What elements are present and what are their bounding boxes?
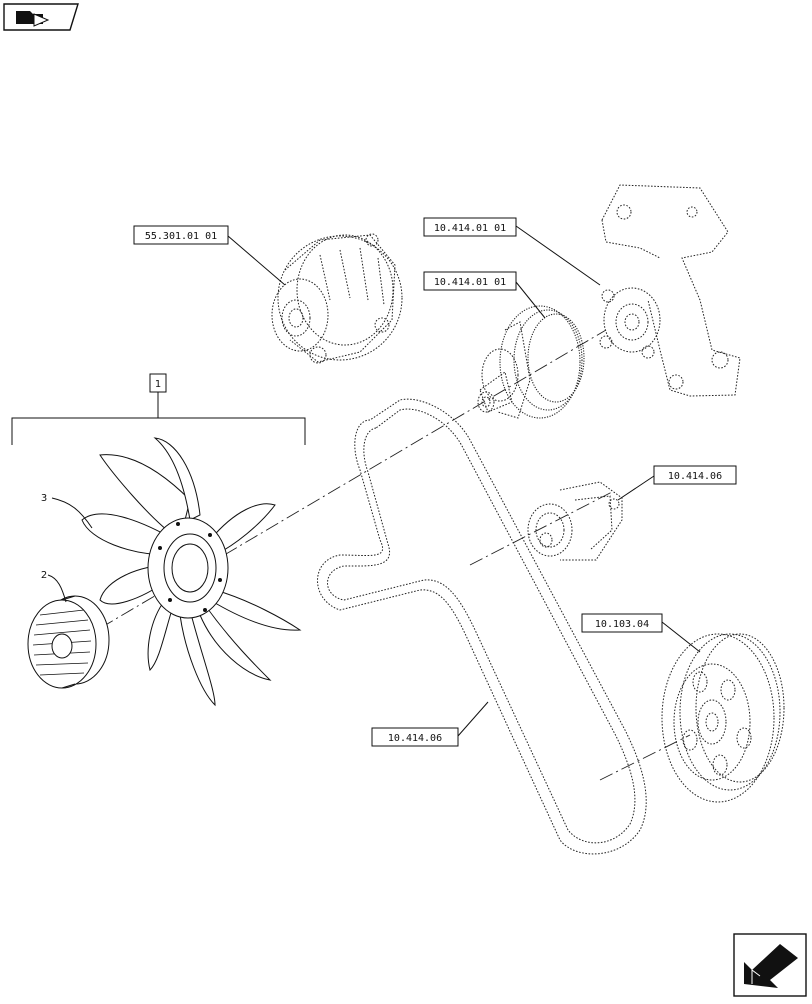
water-pump-ref-label[interactable]: 10.414.01 01 [423,271,517,291]
belt-tensioner [527,481,623,561]
svg-text:10.414.01 01: 10.414.01 01 [434,223,506,234]
svg-text:10.414.06: 10.414.06 [668,471,722,482]
tensioner-ref-label[interactable]: 10.414.06 [653,465,737,485]
crankshaft-damper [661,633,785,803]
tensioner-leader [617,475,655,501]
alternator [271,233,403,364]
svg-text:55.301.01 01: 55.301.01 01 [145,231,217,242]
tensioner-centerline [469,491,613,566]
fan-leader [51,497,93,529]
svg-text:10.414.06: 10.414.06 [388,733,442,744]
drive-belt [317,398,647,855]
mounting-bracket [599,184,741,397]
svg-text:10.414.01 01: 10.414.01 01 [434,277,506,288]
clutch-leader [47,574,67,603]
fan-item-number: 3 [41,493,47,504]
belt-ref-label[interactable]: 10.414.06 [371,727,459,747]
alternator-ref-label[interactable]: 55.301.01 01 [133,225,229,245]
alternator-leader [227,235,286,286]
water-pump [477,305,585,419]
svg-text:10.103.04: 10.103.04 [595,619,649,630]
damper-centerline [599,734,691,781]
svg-text:1: 1 [155,379,161,390]
viscous-fan-clutch [27,595,110,689]
fan-assembly-item-label: 1 [149,373,167,393]
next-arrow-icon[interactable] [733,933,807,997]
belt-leader [457,701,489,737]
folder-arrow-icon[interactable] [3,3,79,31]
bracket-ref-label[interactable]: 10.414.01 01 [423,217,517,237]
viscous-clutch-item-number: 2 [41,570,47,581]
damper-leader [661,621,701,653]
fan [81,437,302,707]
bracket-leader [515,225,601,286]
damper-ref-label[interactable]: 10.103.04 [581,613,663,633]
water-pump-leader [515,281,546,319]
